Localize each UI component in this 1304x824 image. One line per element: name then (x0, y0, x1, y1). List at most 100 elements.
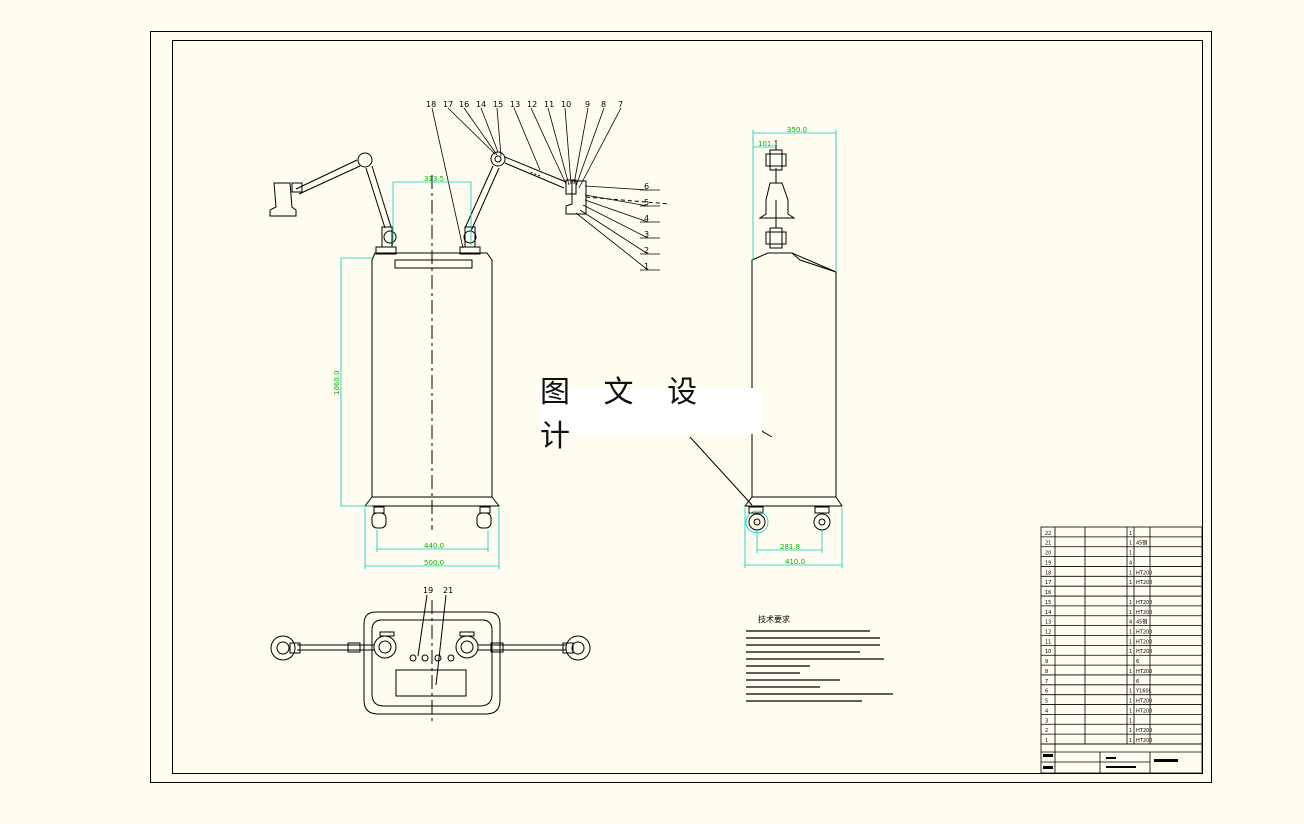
bom-cell-no: 1 (1045, 738, 1048, 744)
bom-cell-qty: 1 (1129, 649, 1132, 655)
bill-of-materials (1040, 526, 1203, 774)
bom-cell-no: 21 (1045, 541, 1051, 547)
bom-cell-mat: HT200 (1136, 708, 1152, 714)
balloon-17: 17 (443, 100, 453, 109)
balloon-11: 11 (544, 100, 554, 109)
balloon-15: 15 (493, 100, 503, 109)
balloon-8: 8 (601, 100, 606, 109)
bom-cell-qty: 1 (1129, 600, 1132, 606)
bom-cell-qty: 1 (1129, 551, 1132, 557)
bom-cell-no: 4 (1045, 708, 1048, 714)
bom-cell-no: 7 (1045, 679, 1048, 685)
bom-cell-no: 19 (1045, 560, 1051, 566)
dim-front-height: 1060.0 (333, 371, 341, 396)
technical-requirements (746, 630, 893, 702)
watermark-text: 图 文 设 计 (540, 375, 710, 454)
bom-cell-mat: HT200 (1136, 649, 1152, 655)
dim-base-width: 500.0 (424, 559, 444, 567)
bom-cell-no: 17 (1045, 580, 1051, 586)
bom-cell-qty: 1 (1129, 630, 1132, 636)
dim-side-wheel-inner: 281.8 (780, 543, 800, 551)
bom-cell-mat: HT200 (1136, 630, 1152, 636)
balloon-1: 1 (644, 262, 649, 271)
bom-cell-qty: 1 (1129, 728, 1132, 734)
bom-cell-no: 13 (1045, 620, 1051, 626)
bom-cell-no: 22 (1045, 531, 1051, 537)
balloon-12: 12 (527, 100, 537, 109)
bom-cell-no: 14 (1045, 610, 1051, 616)
balloon-4: 4 (644, 214, 649, 223)
side-view (689, 140, 843, 531)
bom-cell-no: 5 (1045, 699, 1048, 705)
bom-cell-mat: HT200 (1136, 610, 1152, 616)
bom-cell-mat: 6 (1136, 659, 1139, 665)
bom-cell-qty: 1 (1129, 708, 1132, 714)
balloon-10: 10 (561, 100, 571, 109)
bom-cell-qty: 4 (1129, 560, 1132, 566)
bom-cell-mat: HT200 (1136, 699, 1152, 705)
front-view (269, 107, 671, 530)
side-dimensions (744, 130, 843, 568)
bom-cell-mat: 45钢 (1136, 619, 1147, 626)
balloon-14: 14 (476, 100, 486, 109)
balloon-16: 16 (459, 100, 469, 109)
balloon-13: 13 (510, 100, 520, 109)
bom-cell-qty: 1 (1129, 639, 1132, 645)
bom-cell-no: 3 (1045, 718, 1048, 724)
balloon-5: 5 (644, 198, 649, 207)
balloon-21: 21 (443, 586, 453, 595)
bom-cell-qty: 1 (1129, 580, 1132, 586)
bom-cell-no: 11 (1045, 639, 1051, 645)
bom-cell-no: 6 (1045, 689, 1048, 695)
bom-cell-no: 18 (1045, 570, 1051, 576)
bom-cell-mat: HT200 (1136, 738, 1152, 744)
dim-side-top: 350.0 (787, 126, 807, 134)
bom-cell-no: 20 (1045, 551, 1051, 557)
bom-fills (1043, 754, 1178, 769)
dim-side-arm: 101.1 (758, 140, 778, 148)
outer-frame (150, 31, 1212, 783)
bom-cell-mat: HT200 (1136, 639, 1152, 645)
balloon-19: 19 (423, 586, 433, 595)
bom-cell-no: 9 (1045, 659, 1048, 665)
bom-cell-mat: HT200 (1136, 728, 1152, 734)
dim-wheel-inner: 440.0 (424, 542, 444, 550)
bom-cell-mat: HT200 (1136, 669, 1152, 675)
balloon-labels: 18 17 16 14 15 13 12 11 10 9 8 7 6 5 4 3… (423, 100, 649, 595)
bom-cell-mat: HT200 (1136, 600, 1152, 606)
balloon-3: 3 (644, 230, 649, 239)
bom-cell-no: 15 (1045, 600, 1051, 606)
watermark-box: 图 文 设 计 (540, 375, 762, 454)
balloon-7: 7 (618, 100, 623, 109)
bom-cell-qty: 1 (1129, 738, 1132, 744)
bom-cell-qty: 4 (1129, 620, 1132, 626)
balloon-9: 9 (585, 100, 590, 109)
top-view (270, 594, 591, 724)
balloon-6: 6 (644, 182, 649, 191)
bom-cell-qty: 1 (1129, 699, 1132, 705)
bom-cell-mat: HT200 (1136, 580, 1152, 586)
bom-cell-no: 12 (1045, 630, 1051, 636)
bom-cell-qty: 1 (1129, 531, 1132, 537)
notes-title: 技术要求 (758, 614, 790, 624)
bom-cell-no: 8 (1045, 669, 1048, 675)
dim-front-top-width: 313.5 (424, 175, 444, 183)
inner-frame (172, 40, 1203, 774)
bom-cell-no: 16 (1045, 590, 1051, 596)
balloon-18: 18 (426, 100, 436, 109)
front-dimensions (340, 181, 500, 569)
bom-cell-no: 10 (1045, 649, 1051, 655)
bom-cell-mat: 6 (1136, 679, 1139, 685)
balloon-2: 2 (644, 246, 649, 255)
dim-side-base: 410.0 (785, 558, 805, 566)
bom-cell-qty: 1 (1129, 610, 1132, 616)
bom-cell-qty: 1 (1129, 718, 1132, 724)
bom-cell-qty: 1 (1129, 541, 1132, 547)
bom-cell-mat: HT200 (1136, 570, 1152, 576)
bom-cell-qty: 1 (1129, 669, 1132, 675)
bom-cell-no: 2 (1045, 728, 1048, 734)
bom-cell-mat: 45钢 (1136, 540, 1147, 547)
bom-cell-qty: 1 (1129, 689, 1132, 695)
